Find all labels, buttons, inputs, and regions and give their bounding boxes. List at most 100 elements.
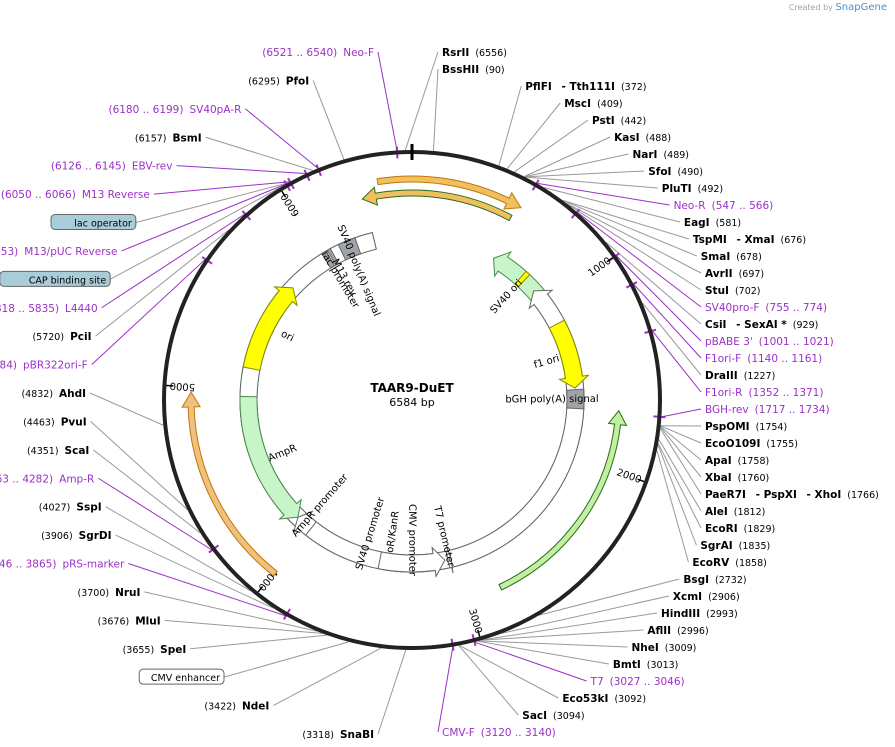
site-label-part: (4027) <box>39 503 71 514</box>
site-label-part: PfoI <box>286 75 309 87</box>
site-label: (3700)NruI <box>77 587 140 599</box>
feature-label: AmpR <box>267 443 299 465</box>
label-leader <box>190 634 328 650</box>
label-leader <box>566 202 702 274</box>
site-label-part: M13/pUC Reverse <box>24 246 117 258</box>
label-leader <box>95 229 229 337</box>
site-label: BssHII(90) <box>442 64 505 76</box>
site-label-part: (490) <box>677 167 703 178</box>
label-leader <box>661 408 702 418</box>
label-leader <box>651 330 702 393</box>
site-label: MscI(409) <box>564 98 622 110</box>
label-leader <box>89 392 164 426</box>
label-leader <box>525 176 658 189</box>
site-label: HindIII(2993) <box>661 608 738 620</box>
site-label-part: (1858) <box>735 558 767 569</box>
site-label: lac operator <box>74 219 132 230</box>
label-leader <box>576 211 702 308</box>
site-label: BGH-rev(1717 .. 1734) <box>705 404 830 416</box>
site-label-part: NarI <box>632 149 657 161</box>
site-label-part: (5720) <box>32 332 64 343</box>
label-leader <box>205 136 314 171</box>
site-label-part: NheI <box>631 642 658 654</box>
site-label-part: (1754) <box>756 422 788 433</box>
site-label-part: (1758) <box>738 456 770 467</box>
site-label: EcoRI(1829) <box>705 523 775 535</box>
site-label-part: (1760) <box>738 473 770 484</box>
snapgene-credit: Created by SnapGene <box>789 2 887 13</box>
site-label-part: (5818 .. 5835) <box>0 303 59 315</box>
site-label-part: EcoRV <box>692 557 730 569</box>
site-label-part: PstI <box>592 115 615 127</box>
tick-label: 1000 <box>586 256 613 280</box>
site-label: (5565 .. 5584) pBR322ori-F <box>0 360 88 372</box>
site-label: CMV-F(3120 .. 3140) <box>442 727 556 739</box>
site-label-part: CAP binding site <box>29 275 107 286</box>
site-label-part: (4832) <box>21 389 53 400</box>
site-label: (6521 .. 6540)Neo-F <box>262 47 374 59</box>
label-leader <box>482 612 658 641</box>
site-label-part: BmtI <box>613 659 641 671</box>
site-label: EagI(581) <box>684 217 741 229</box>
site-label: SfoI(490) <box>648 166 703 178</box>
label-leader <box>633 283 702 359</box>
site-label: F1ori-R(1352 .. 1371) <box>705 387 823 399</box>
site-label-part: BsgI <box>683 574 709 586</box>
site-label-part: pBR322ori-F <box>23 360 88 372</box>
site-label: ApaI(1758) <box>705 455 769 467</box>
tick-mark <box>637 478 645 483</box>
site-label: (6180 .. 6199)SV40pA-R <box>108 104 241 116</box>
site-label: Neo-R(547 .. 566) <box>674 200 774 212</box>
site-label: PspOMI(1754) <box>705 421 787 433</box>
label-leader <box>657 444 697 546</box>
site-label-part: (3009) <box>665 643 697 654</box>
site-label: PflFI - Tth111I(372) <box>525 81 646 93</box>
site-label-part: NdeI <box>242 701 269 713</box>
site-label-part: (3422) <box>204 702 236 713</box>
site-label-part: (6556) <box>475 48 507 59</box>
feature-label: ori <box>279 329 296 345</box>
orf-arc <box>376 175 522 210</box>
label-leader <box>660 426 702 461</box>
site-label: StuI(702) <box>705 285 761 297</box>
site-label-part: (4263 .. 4282) <box>0 473 53 485</box>
site-label: SacI(3094) <box>522 710 584 722</box>
label-leader <box>498 85 522 166</box>
feature-arrow <box>548 319 590 389</box>
label-leader <box>524 153 629 178</box>
site-label-part: SacI <box>522 710 547 722</box>
orf-arc <box>498 409 628 591</box>
label-leader <box>458 645 519 716</box>
site-label-part: - Tth111I <box>558 81 615 93</box>
site-label-part: AflII <box>647 625 671 637</box>
site-label-part: F1ori-R <box>705 387 742 399</box>
site-label-part: (90) <box>485 65 505 76</box>
orf-arc <box>181 391 278 577</box>
site-label-part: (6521 .. 6540) <box>262 47 337 59</box>
site-label-part: (488) <box>645 133 671 144</box>
site-label-part: Amp-R <box>59 473 94 485</box>
label-leader <box>477 640 609 665</box>
site-label: (6295)PfoI <box>248 75 309 87</box>
site-label-part: SspI <box>76 502 101 514</box>
site-label-part: (1755) <box>766 439 798 450</box>
site-label-part: PaeR7I <box>705 489 746 501</box>
label-leader <box>223 641 349 678</box>
site-label-part: (5565 .. 5584) <box>0 360 17 372</box>
site-label: (3676)MluI <box>98 615 161 627</box>
site-label-part: F1ori-F <box>705 353 741 365</box>
site-label-part: DraIII <box>705 370 738 382</box>
site-label-part: HindIII <box>661 608 700 620</box>
site-label: NheI (3009) <box>631 642 696 654</box>
label-leader <box>128 563 287 617</box>
site-label: (4351)ScaI <box>27 445 89 457</box>
site-label-part: PflFI <box>525 81 552 93</box>
site-label: PluTI(492) <box>662 183 723 195</box>
site-label: BmtI(3013) <box>613 659 678 671</box>
site-label-part: T7 <box>590 676 604 688</box>
label-leader <box>115 534 274 609</box>
site-labels: RsrII(6556)BssHII(90)PflFI - Tth111I(372… <box>0 47 879 741</box>
site-label-part: pBABE 3' <box>705 336 753 348</box>
site-label: (6050 .. 6066)M13 Reverse <box>1 189 150 201</box>
label-leader <box>153 181 291 195</box>
